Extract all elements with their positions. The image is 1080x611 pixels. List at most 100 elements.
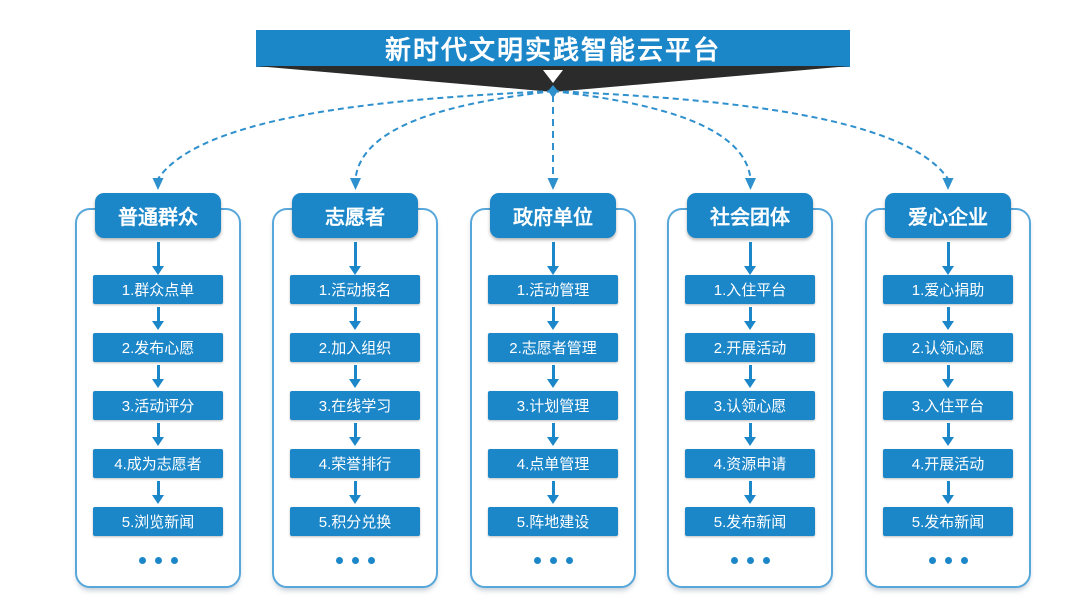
connector-origin-diamond	[548, 85, 558, 98]
step-label: 4.开展活动	[911, 456, 985, 473]
role-header-label: 社会团体	[710, 207, 790, 229]
role-header: 普通群众	[95, 193, 221, 238]
step-label: 5.发布新闻	[713, 514, 787, 531]
step-box: 4.点单管理	[488, 449, 618, 478]
role-column-social-groups: 社会团体 1.入住平台 2.开展活动 3.认领心愿 4.资源申请 5.发布新闻	[667, 193, 833, 588]
more-dots	[335, 557, 375, 564]
step-label: 4.资源申请	[713, 456, 787, 473]
down-arrow-icon	[744, 420, 756, 449]
down-arrow-icon	[547, 242, 559, 275]
step-label: 3.入住平台	[911, 398, 985, 415]
role-header-label: 志愿者	[325, 207, 385, 229]
step-box: 3.活动评分	[93, 391, 223, 420]
role-column-body: 1.活动管理 2.志愿者管理 3.计划管理 4.点单管理 5.阵地建设	[472, 242, 634, 586]
role-header: 爱心企业	[885, 193, 1011, 238]
step-label: 1.群众点单	[121, 282, 195, 299]
arrowhead-icon	[152, 178, 164, 190]
role-column-government: 政府单位 1.活动管理 2.志愿者管理 3.计划管理 4.点单管理 5.阵地建设	[470, 193, 636, 588]
step-label: 5.阵地建设	[516, 514, 590, 531]
step-label: 3.计划管理	[516, 398, 590, 415]
role-column-caring-enterprises: 爱心企业 1.爱心捐助 2.认领心愿 3.入住平台 4.开展活动 5.发布新闻	[865, 193, 1031, 588]
role-column-body: 1.群众点单 2.发布心愿 3.活动评分 4.成为志愿者 5.浏览新闻	[77, 242, 239, 586]
step-box: 5.发布新闻	[685, 507, 815, 536]
step-label: 4.荣誉排行	[318, 456, 392, 473]
step-box: 3.计划管理	[488, 391, 618, 420]
role-header: 社会团体	[687, 193, 813, 238]
role-header-label: 爱心企业	[908, 207, 988, 229]
step-box: 3.在线学习	[290, 391, 420, 420]
down-arrow-icon	[547, 362, 559, 391]
down-arrow-icon	[942, 304, 954, 333]
down-arrow-icon	[349, 242, 361, 275]
down-arrow-icon	[152, 304, 164, 333]
down-arrow-icon	[744, 242, 756, 275]
step-box: 2.认领心愿	[883, 333, 1013, 362]
step-box: 3.入住平台	[883, 391, 1013, 420]
role-header: 政府单位	[490, 193, 616, 238]
down-arrow-icon	[152, 420, 164, 449]
down-arrow-icon	[942, 420, 954, 449]
more-dots	[928, 557, 968, 564]
step-label: 4.成为志愿者	[114, 456, 202, 473]
down-arrow-icon	[152, 478, 164, 507]
role-column-volunteers: 志愿者 1.活动报名 2.加入组织 3.在线学习 4.荣誉排行 5.积分兑换	[272, 193, 438, 588]
step-box: 5.浏览新闻	[93, 507, 223, 536]
step-label: 5.发布新闻	[911, 514, 985, 531]
step-box: 4.开展活动	[883, 449, 1013, 478]
step-box: 1.爱心捐助	[883, 275, 1013, 304]
dashed-connector	[157, 90, 554, 180]
role-column-body: 1.入住平台 2.开展活动 3.认领心愿 4.资源申请 5.发布新闻	[669, 242, 831, 586]
step-box: 1.入住平台	[685, 275, 815, 304]
step-box: 5.发布新闻	[883, 507, 1013, 536]
step-box: 3.认领心愿	[685, 391, 815, 420]
role-header: 志愿者	[292, 193, 418, 238]
down-arrow-icon	[349, 420, 361, 449]
step-box: 2.发布心愿	[93, 333, 223, 362]
down-arrow-icon	[547, 478, 559, 507]
step-box: 1.活动管理	[488, 275, 618, 304]
role-column-body: 1.爱心捐助 2.认领心愿 3.入住平台 4.开展活动 5.发布新闻	[867, 242, 1029, 586]
step-box: 4.荣誉排行	[290, 449, 420, 478]
step-label: 1.活动管理	[516, 282, 590, 299]
step-label: 2.志愿者管理	[509, 340, 597, 357]
step-box: 1.群众点单	[93, 275, 223, 304]
platform-title: 新时代文明实践智能云平台	[384, 35, 721, 65]
arrowhead-icon	[350, 178, 361, 190]
role-header-label: 普通群众	[118, 207, 198, 229]
down-arrow-icon	[547, 420, 559, 449]
arrowhead-icon	[942, 178, 954, 190]
platform-title-banner: 新时代文明实践智能云平台	[256, 30, 850, 67]
role-column-body: 1.活动报名 2.加入组织 3.在线学习 4.荣誉排行 5.积分兑换	[274, 242, 436, 586]
more-dots	[138, 557, 178, 564]
step-label: 2.发布心愿	[121, 340, 195, 357]
step-label: 3.认领心愿	[713, 398, 787, 415]
step-label: 5.浏览新闻	[121, 514, 195, 531]
step-label: 1.爱心捐助	[911, 282, 985, 299]
dashed-connector	[354, 90, 554, 180]
down-arrow-icon	[349, 362, 361, 391]
step-label: 2.开展活动	[713, 340, 787, 357]
down-arrow-icon	[349, 478, 361, 507]
down-arrow-icon	[543, 70, 563, 83]
step-label: 3.在线学习	[318, 398, 392, 415]
dashed-connector	[552, 90, 949, 180]
step-label: 4.点单管理	[516, 456, 590, 473]
step-label: 3.活动评分	[121, 398, 195, 415]
more-dots	[533, 557, 573, 564]
step-box: 2.加入组织	[290, 333, 420, 362]
dashed-connector	[552, 90, 752, 180]
step-label: 1.入住平台	[713, 282, 787, 299]
down-arrow-icon	[349, 304, 361, 333]
role-header-label: 政府单位	[513, 207, 593, 229]
more-dots	[730, 557, 770, 564]
step-box: 2.开展活动	[685, 333, 815, 362]
down-arrow-icon	[744, 362, 756, 391]
down-arrow-icon	[942, 242, 954, 275]
step-box: 4.资源申请	[685, 449, 815, 478]
step-box: 5.阵地建设	[488, 507, 618, 536]
connector-fan	[152, 85, 954, 190]
down-arrow-icon	[547, 304, 559, 333]
down-arrow-icon	[152, 362, 164, 391]
step-box: 1.活动报名	[290, 275, 420, 304]
